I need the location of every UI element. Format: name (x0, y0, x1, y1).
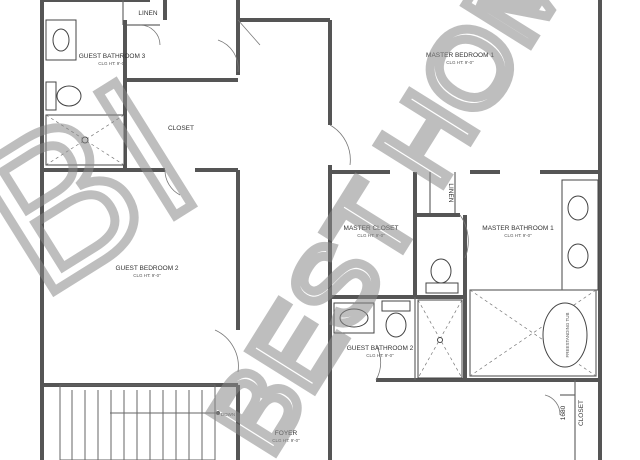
label-master-bed1: MASTER BEDROOM 1 (426, 52, 494, 59)
toilet-tank (381, 300, 411, 312)
label-guest-bed2: GUEST BEDROOM 2 (115, 265, 178, 272)
sink (567, 243, 589, 269)
toilet-tank (45, 81, 57, 111)
label-linen-mid: LINEN (447, 183, 454, 202)
label-closet-right: CLOSET (578, 400, 585, 426)
sink (52, 28, 70, 52)
doors (139, 19, 561, 416)
label-foyer: FOYER (275, 430, 298, 437)
ceiling-master-closet: CLG HT: 9'-0" (357, 233, 385, 238)
label-master-closet: MASTER CLOSET (344, 225, 399, 232)
stairs (59, 384, 220, 460)
shower-drain (437, 337, 443, 343)
label-closet: CLOSET (168, 125, 194, 132)
ceiling-guest-bath2: CLG HT: 9'-0" (366, 353, 394, 358)
ceiling-guest-bed2: CLG HT: 9'-0" (133, 273, 161, 278)
sink (567, 195, 589, 221)
label-stairs-down: DOWN (221, 412, 235, 417)
sink (339, 308, 369, 328)
label-freestanding-tub: FREESTANDING TUB (565, 312, 570, 357)
label-master-bath1: MASTER BATHROOM 1 (482, 225, 554, 232)
ceiling-master-bed1: CLG HT: 9'-0" (446, 60, 474, 65)
ceiling-foyer: CLG HT: 9'-0" (272, 438, 300, 443)
toilet-bowl (430, 258, 452, 284)
label-linen-top: LINEN (138, 10, 157, 17)
ceiling-guest-bath3: CLG HT: 9'-0" (98, 61, 126, 66)
toilet-bowl (385, 312, 407, 338)
fixtures (45, 19, 599, 379)
room-labels: LINEN GUEST BATHROOM 3 CLG HT: 9'-0" MAS… (79, 10, 585, 443)
ceiling-master-bath1: CLG HT: 9'-0" (504, 233, 532, 238)
label-guest-bath3: GUEST BATHROOM 3 (79, 53, 146, 60)
toilet-tank (425, 282, 459, 294)
stair-arrow-icon (216, 411, 220, 415)
label-guest-bath2: GUEST BATHROOM 2 (347, 345, 414, 352)
dimension-1680: 1680 (560, 405, 567, 420)
toilet-bowl (56, 85, 82, 107)
shower-drain (81, 136, 89, 144)
tub-area (469, 289, 597, 377)
freestanding-tub (542, 302, 588, 368)
